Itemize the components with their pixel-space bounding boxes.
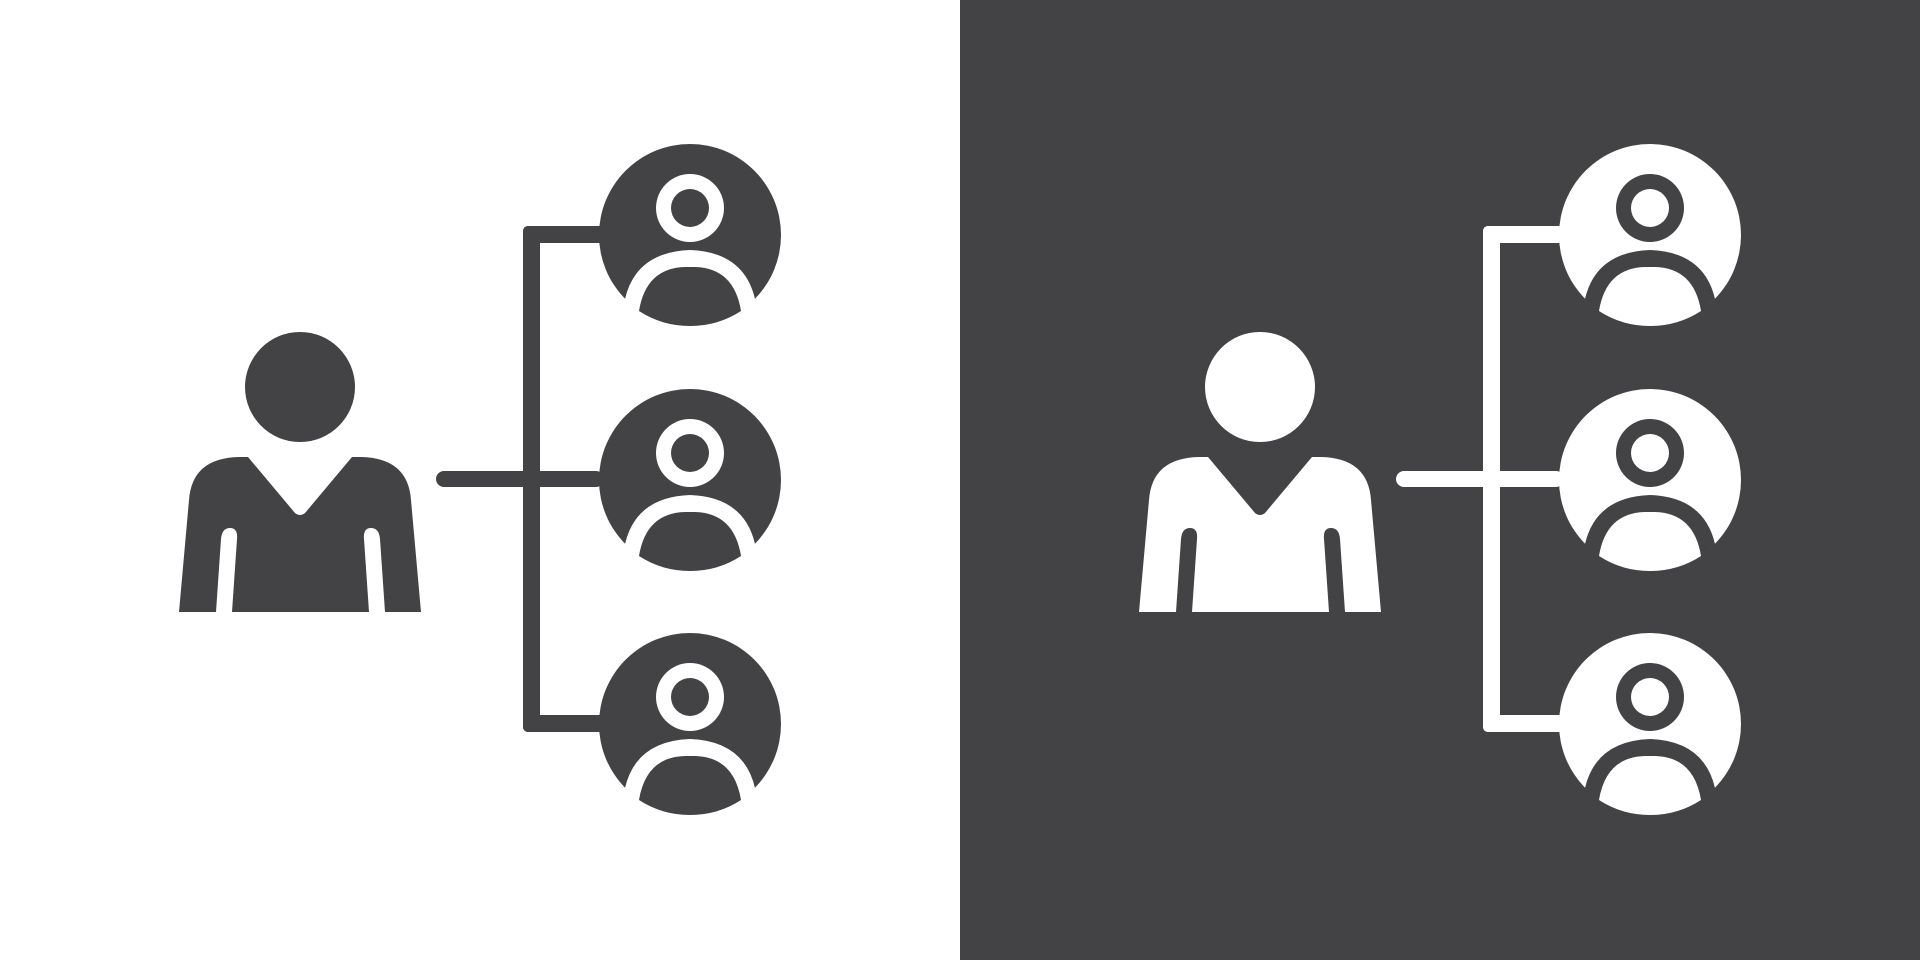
user-circle-icon [1559,144,1741,329]
leader-head [245,332,355,442]
member-body [639,512,741,571]
member-head [671,434,709,472]
connector-lines [1396,226,1567,732]
connector-vertical [1483,226,1500,732]
member-body [1599,512,1701,571]
member-body [1599,267,1701,326]
connector-branch-top [523,226,607,243]
leader-head [1205,332,1315,442]
user-circle-icon [599,144,781,329]
dark-panel [960,0,1920,960]
user-circle-icon [599,389,781,574]
member-body [639,756,741,815]
team-hierarchy-icon-light [179,144,781,818]
member-head [671,189,709,227]
member-body [639,267,741,326]
person-icon [1139,332,1381,612]
member-head [671,678,709,716]
connector-horizontal [436,471,604,487]
connector-vertical [523,226,540,732]
connector-lines [436,226,607,732]
member-body [1599,756,1701,815]
connector-horizontal [1396,471,1564,487]
connector-branch-bottom [1483,715,1567,732]
connector-branch-top [1483,226,1567,243]
light-panel [179,144,781,818]
user-circle-icon [1559,633,1741,818]
leader-body [179,457,421,612]
user-circle-icon [599,633,781,818]
member-head [1631,189,1669,227]
leader-body [1139,457,1381,612]
person-icon [179,332,421,612]
user-circle-icon [1559,389,1741,574]
member-head [1631,434,1669,472]
member-head [1631,678,1669,716]
team-hierarchy-icon-dark [960,0,1920,960]
connector-branch-bottom [523,715,607,732]
